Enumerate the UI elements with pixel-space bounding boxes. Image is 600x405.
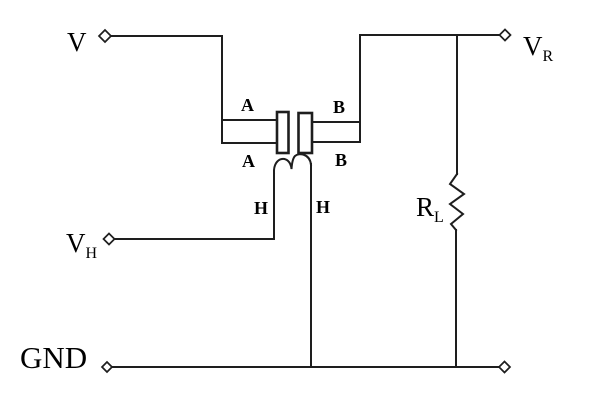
label-gnd-terminal: GND xyxy=(20,342,87,373)
terminal-v xyxy=(97,28,113,44)
wire-v-input xyxy=(110,35,223,144)
label-b-top-text: B xyxy=(333,97,346,117)
label-electrode-b-top: B xyxy=(333,98,345,116)
resistor-rl-zigzag xyxy=(448,172,466,232)
label-vh-subscript: H xyxy=(85,245,98,262)
hall-plate-a xyxy=(275,110,290,155)
wire-h-left-to-vh xyxy=(114,170,275,240)
hall-element-humps xyxy=(272,153,313,175)
label-vr-subscript: R xyxy=(542,48,554,65)
wire-b-to-vr xyxy=(359,34,500,143)
label-rl-main: R xyxy=(416,192,435,222)
terminal-vh xyxy=(102,232,116,246)
label-electrode-a-bottom: A xyxy=(242,152,255,170)
label-h-left-text: H xyxy=(254,198,269,218)
label-vr-terminal: VR xyxy=(523,31,553,65)
label-a-top-text: A xyxy=(241,95,254,115)
wire-group xyxy=(110,34,500,368)
hall-plates-group xyxy=(275,110,314,155)
label-vh-terminal: VH xyxy=(66,228,97,262)
label-b-bottom-text: B xyxy=(335,150,348,170)
label-hall-lead-right: H xyxy=(316,198,330,216)
terminal-gnd-left xyxy=(100,360,114,374)
label-electrode-b-bottom: B xyxy=(335,151,347,169)
label-gnd-text: GND xyxy=(20,340,88,375)
label-a-bottom-text: A xyxy=(242,151,255,171)
hall-plate-b xyxy=(297,111,314,155)
terminal-gnd-right xyxy=(497,360,512,374)
label-vh-main: V xyxy=(66,228,86,258)
label-v-text: V xyxy=(67,27,87,57)
terminal-vr xyxy=(498,28,512,42)
terminals-group xyxy=(97,28,512,374)
label-h-right-text: H xyxy=(316,197,331,217)
label-vr-main: V xyxy=(523,31,543,61)
label-v-terminal: V xyxy=(67,29,87,56)
label-load-resistor: RL xyxy=(416,192,444,226)
label-rl-subscript: L xyxy=(434,209,444,226)
label-hall-lead-left: H xyxy=(254,199,268,217)
label-electrode-a-top: A xyxy=(241,96,254,114)
